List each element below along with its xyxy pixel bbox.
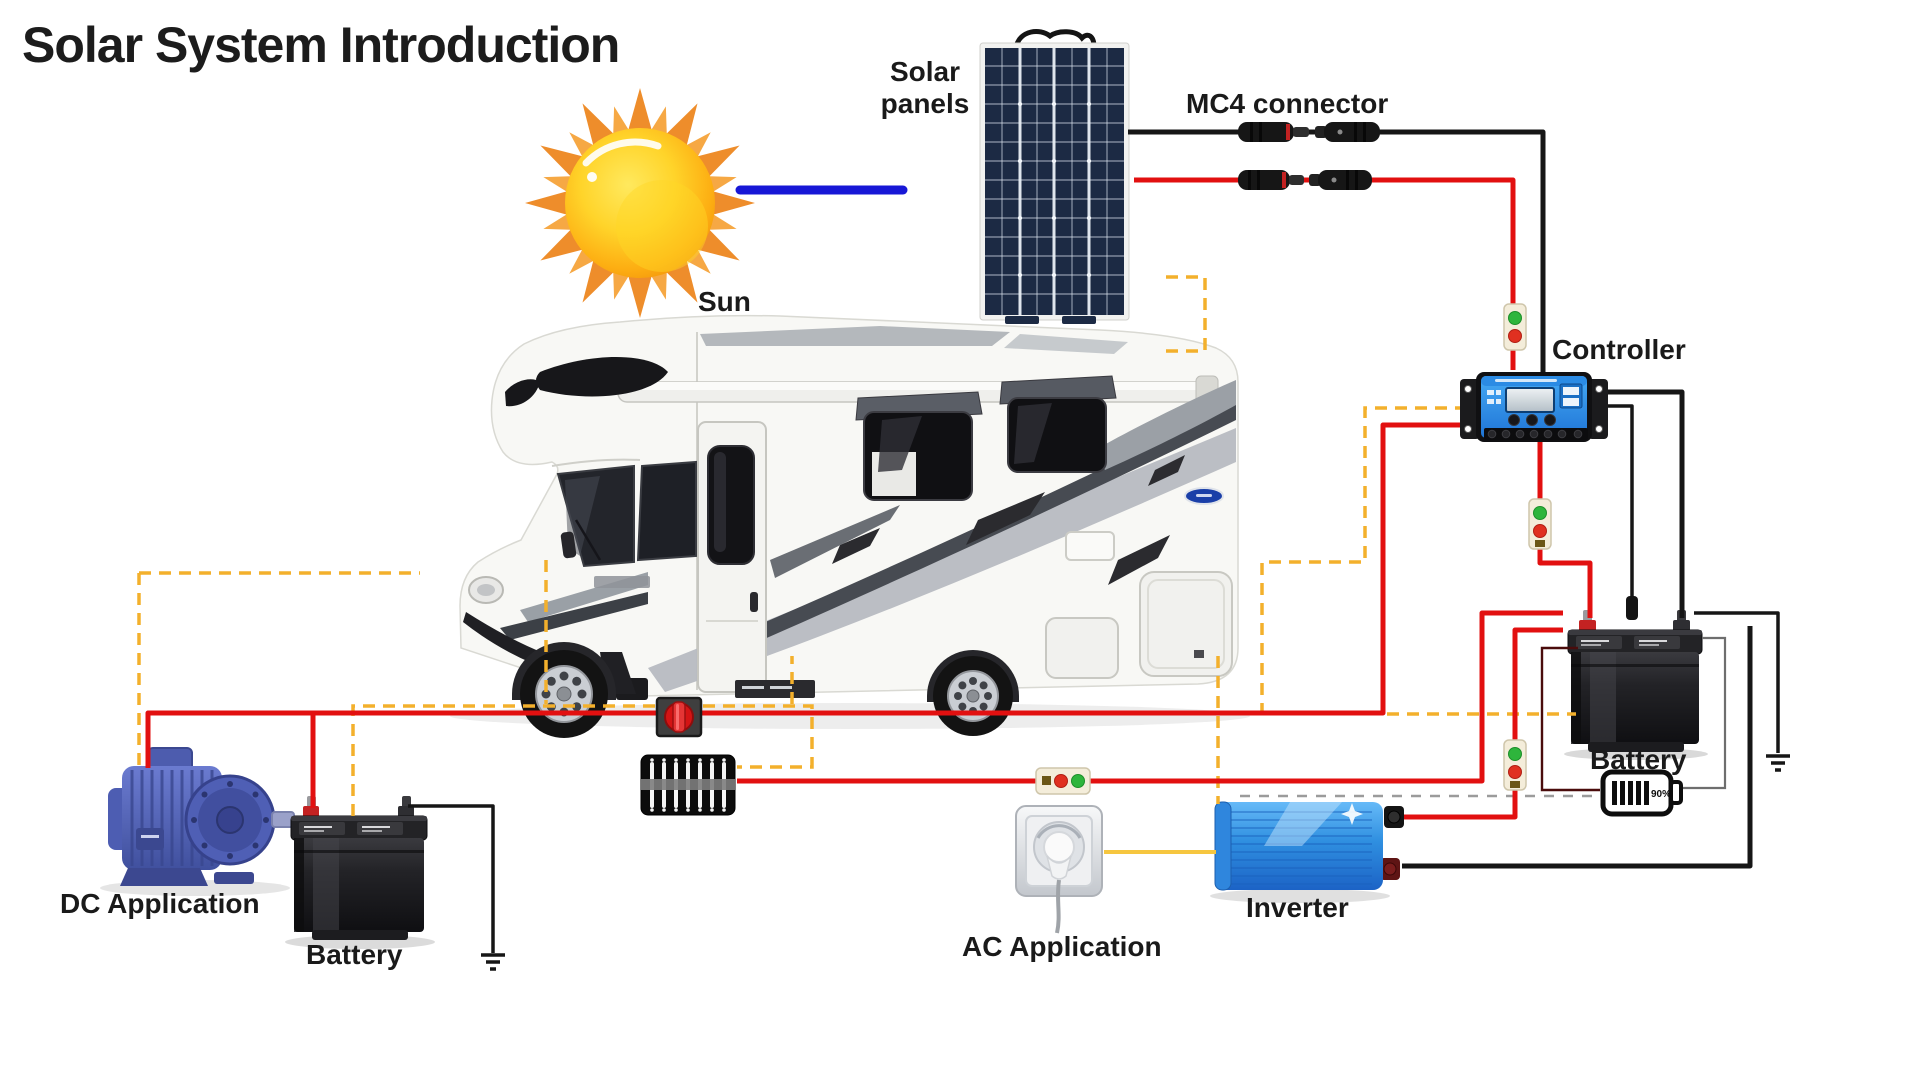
label-controller: Controller <box>1552 334 1686 365</box>
battery-main-image <box>1564 610 1708 760</box>
battery-aux-image <box>285 796 435 949</box>
label-dc-application: DC Application <box>60 888 260 919</box>
battery-level-indicator: 90% <box>1600 769 1683 817</box>
fuse-holder-panel <box>1503 303 1527 351</box>
mc4-connector-positive <box>1238 170 1372 190</box>
controller-lcd <box>1505 387 1555 413</box>
dc-motor-image <box>100 747 295 896</box>
label-solar-panels-line1: Solar <box>889 56 961 87</box>
mc4-connector-negative <box>1238 122 1380 142</box>
temp-sensor-cable <box>1606 404 1634 598</box>
front-wheel <box>520 650 608 738</box>
label-ac-application: AC Application <box>962 931 1162 962</box>
label-solar-panels-line2: panels <box>880 88 970 120</box>
battery-disconnect-switch <box>655 696 703 738</box>
ground-symbol-left <box>481 953 505 971</box>
rear-wheel <box>933 656 1013 736</box>
label-battery-aux: Battery <box>306 939 403 970</box>
fuse-holder-inverter <box>1503 739 1527 791</box>
rv-image <box>450 314 1250 738</box>
label-battery-main: Battery <box>1590 744 1687 775</box>
panel-handle-icon <box>1013 28 1097 48</box>
cooling-grille <box>640 754 736 816</box>
label-mc4-connector: MC4 connector <box>1186 88 1389 119</box>
plug-cord <box>1055 879 1061 934</box>
negative-wire-group <box>408 129 1780 953</box>
battery-level-text: 90% <box>1651 789 1671 800</box>
label-sun: Sun <box>698 286 751 317</box>
solar-panel-image <box>979 28 1130 324</box>
ac-outlet-image <box>1015 805 1103 934</box>
label-inverter: Inverter <box>1246 892 1349 923</box>
controller-button <box>1508 414 1520 426</box>
label-solar-panels: Solar panels <box>870 56 980 120</box>
inverter-image <box>1210 801 1404 903</box>
controller-device <box>1460 372 1608 442</box>
controller-button <box>1544 414 1556 426</box>
controller-button <box>1526 414 1538 426</box>
plug-icon <box>1043 831 1075 863</box>
page-title: Solar System Introduction <box>22 17 620 73</box>
ground-symbol-right <box>1766 754 1790 772</box>
fuse-holder-controller <box>1528 498 1552 550</box>
flexible-wire-group <box>137 275 1576 816</box>
sun-icon <box>525 88 755 318</box>
fuse-holder-dc-bus <box>1035 767 1091 795</box>
temp-sensor-plug <box>1626 596 1638 620</box>
